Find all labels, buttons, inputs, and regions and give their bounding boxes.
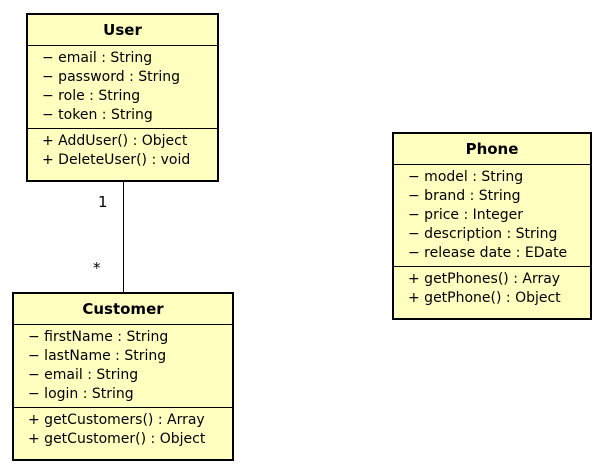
attribute: − lastName : String [28,348,167,364]
attribute: − password : String [42,69,181,85]
operation: + DeleteUser() : void [42,152,191,168]
operation: + getCustomers() : Array [28,412,205,428]
operation: + getPhones() : Array [408,271,561,287]
class-phone[interactable]: Phone − model : String − brand : String … [392,132,592,320]
attributes-compartment: − firstName : String − lastName : String… [14,325,232,408]
multiplicity-user: 1 [98,193,108,211]
attributes-compartment: − email : String − password : String − r… [28,46,217,129]
association-line[interactable] [123,182,124,292]
attribute: − role : String [42,88,141,104]
operation: + getPhone() : Object [408,290,561,306]
attribute: − email : String [28,367,139,383]
attribute: − token : String [42,107,153,123]
operation: + getCustomer() : Object [28,431,206,447]
attribute: − price : Integer [408,207,524,223]
operations-compartment: + getCustomers() : Array + getCustomer()… [14,408,232,452]
class-name: Phone [394,134,590,165]
class-customer[interactable]: Customer − firstName : String − lastName… [12,292,234,461]
class-name: User [28,15,217,46]
attribute: − release date : EDate [408,245,568,261]
class-user[interactable]: User − email : String − password : Strin… [26,13,219,182]
attribute: − brand : String [408,188,521,204]
operations-compartment: + getPhones() : Array + getPhone() : Obj… [394,267,590,311]
attribute: − email : String [42,50,153,66]
attribute: − firstName : String [28,329,169,345]
attributes-compartment: − model : String − brand : String − pric… [394,165,590,267]
attribute: − model : String [408,169,524,185]
operations-compartment: + AddUser() : Object + DeleteUser() : vo… [28,129,217,173]
operation: + AddUser() : Object [42,133,188,149]
multiplicity-customer: * [93,259,101,277]
attribute: − login : String [28,386,134,402]
class-name: Customer [14,294,232,325]
attribute: − description : String [408,226,558,242]
